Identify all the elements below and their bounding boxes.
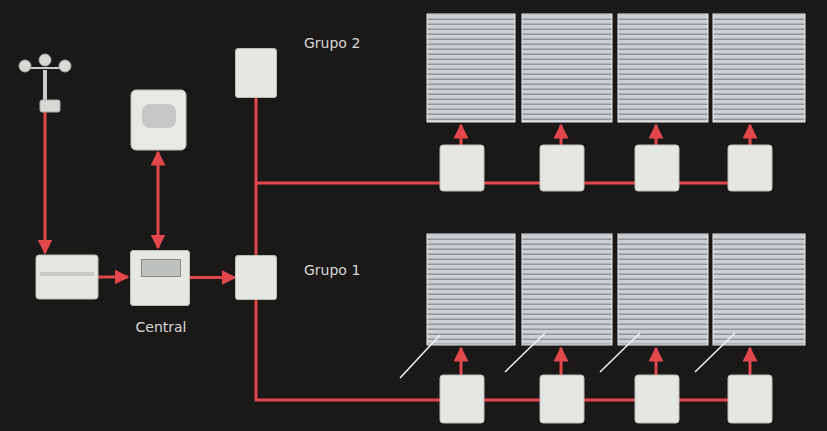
switches bbox=[440, 145, 772, 423]
wiring bbox=[45, 112, 772, 400]
connector bbox=[255, 98, 258, 255]
central-unit: Central bbox=[130, 250, 190, 306]
display bbox=[141, 259, 181, 277]
node-label: Grupo 1 bbox=[304, 262, 360, 279]
group-switch: Grupo 2 bbox=[235, 48, 277, 98]
node-label: Grupo 2 bbox=[304, 35, 360, 52]
anemometer bbox=[19, 54, 71, 112]
blinds-top bbox=[427, 14, 805, 122]
blinds-bottom bbox=[400, 234, 805, 378]
node-label: Central bbox=[136, 319, 187, 336]
presence-sensor bbox=[131, 90, 186, 150]
connector bbox=[190, 276, 235, 279]
group-switch: Grupo 1 bbox=[235, 255, 277, 300]
wind-interface bbox=[36, 255, 98, 299]
